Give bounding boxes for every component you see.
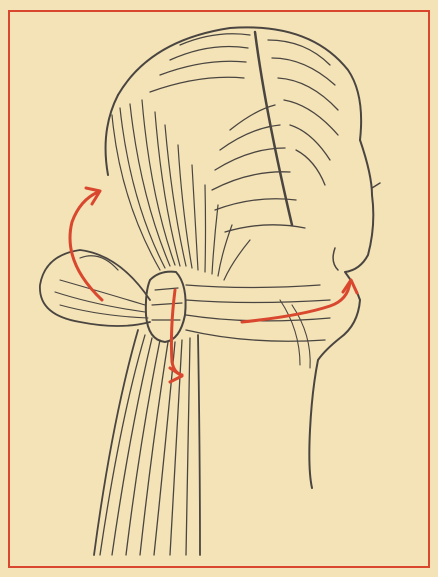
hair-knot (146, 272, 186, 342)
wrap-up-arrow (70, 188, 102, 300)
head-outline (106, 27, 362, 225)
face-profile (309, 140, 380, 488)
hair-strands-side (112, 100, 250, 280)
eye-mark (372, 183, 380, 188)
ponytail (94, 330, 200, 555)
hair-strands-crown (150, 34, 338, 232)
left-loop (40, 250, 150, 326)
right-band (186, 285, 330, 368)
ear-mark (333, 248, 338, 270)
